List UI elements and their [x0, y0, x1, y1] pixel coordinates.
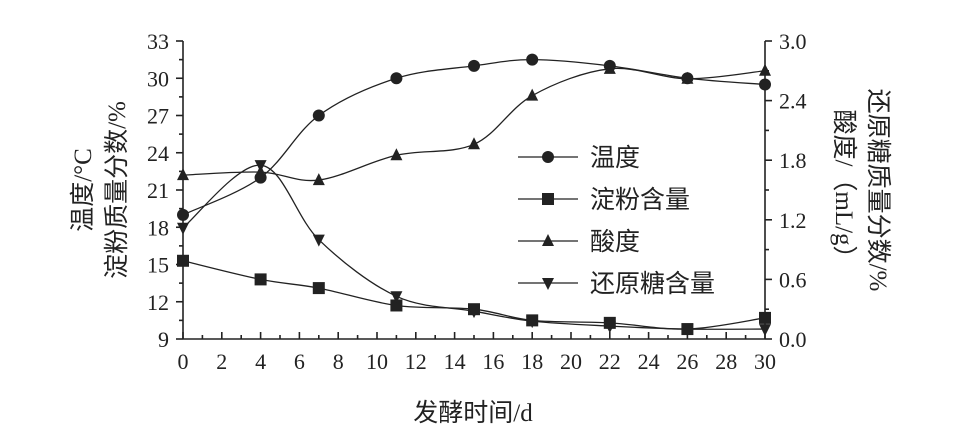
data-point	[468, 59, 480, 72]
series-line	[182, 58, 766, 216]
series-line	[182, 164, 766, 330]
legend-item: 淀粉含量	[518, 186, 690, 214]
data-point	[390, 299, 403, 312]
x-tick-label: 12	[405, 349, 427, 374]
x-tick-label: 2	[216, 349, 227, 374]
x-tick-label: 14	[444, 349, 466, 374]
y-right-tick-label: 0.0	[779, 327, 807, 352]
x-axis-title: 发酵时间/d	[413, 399, 533, 427]
x-tick-label: 6	[294, 349, 305, 374]
series-4	[177, 160, 771, 337]
series-line	[182, 67, 766, 182]
legend-label: 酸度	[590, 228, 640, 256]
data-point	[177, 168, 189, 181]
y-right-tick-label: 1.2	[779, 208, 807, 233]
data-point	[177, 222, 189, 235]
data-point	[390, 148, 403, 161]
legend-item: 温度	[518, 144, 640, 172]
data-point	[526, 53, 539, 66]
data-point	[759, 63, 771, 76]
y-left-tick-label: 12	[147, 290, 169, 315]
y-right-axis-title-line2: 还原糖质量分数/%	[864, 89, 892, 292]
data-point	[759, 311, 771, 324]
data-point	[177, 208, 189, 221]
y-right-tick-label: 1.8	[779, 148, 807, 173]
x-tick-label: 16	[482, 349, 504, 374]
x-tick-label: 0	[178, 349, 189, 374]
legend-marker	[542, 193, 554, 205]
y-left-axis-title-line2: 淀粉质量分数/%	[103, 101, 131, 279]
data-point	[177, 254, 189, 267]
legend-marker	[542, 278, 554, 290]
y-left-tick-label: 9	[158, 327, 169, 352]
x-tick-label: 30	[754, 349, 776, 374]
x-tick-label: 10	[366, 349, 388, 374]
legend-item: 酸度	[518, 228, 640, 256]
data-point	[312, 234, 325, 247]
data-point	[603, 321, 616, 334]
x-tick-label: 20	[560, 349, 582, 374]
data-point	[759, 324, 771, 337]
x-tick-label: 4	[255, 349, 266, 374]
y-left-tick-label: 27	[147, 104, 169, 129]
data-point	[312, 109, 325, 122]
x-tick-label: 24	[638, 349, 660, 374]
data-point	[312, 173, 325, 186]
y-left-tick-label: 15	[147, 253, 169, 278]
data-point	[681, 71, 694, 84]
x-tick-label: 22	[599, 349, 621, 374]
data-point	[526, 88, 539, 101]
data-point	[312, 282, 325, 295]
y-left-axis-title-line1: 温度/°C	[69, 148, 97, 232]
legend-marker	[542, 151, 554, 163]
x-tick-label: 8	[333, 349, 344, 374]
data-point	[468, 306, 480, 319]
y-right-tick-label: 2.4	[779, 89, 807, 114]
y-right-axis-title-line1: 酸度/（mL/g）	[830, 109, 858, 270]
y-left-tick-label: 33	[147, 29, 169, 54]
x-tick-label: 28	[715, 349, 737, 374]
x-tick-label: 26	[676, 349, 698, 374]
x-tick-label: 18	[521, 349, 543, 374]
legend-item: 还原糖含量	[518, 270, 715, 298]
data-point	[603, 61, 616, 74]
legend-marker	[542, 234, 554, 246]
legend-label: 还原糖含量	[590, 270, 715, 298]
data-point	[390, 72, 403, 85]
data-point	[681, 324, 694, 337]
y-left-tick-label: 30	[147, 66, 169, 91]
legend-label: 淀粉含量	[590, 186, 690, 214]
legend-label: 温度	[590, 144, 640, 172]
data-point	[468, 137, 480, 150]
y-right-tick-label: 3.0	[779, 29, 807, 54]
data-point	[254, 273, 267, 286]
y-left-tick-label: 18	[147, 215, 169, 240]
data-point	[526, 316, 539, 329]
y-left-tick-label: 21	[147, 178, 169, 203]
data-point	[254, 160, 267, 173]
y-right-tick-label: 0.6	[779, 267, 807, 292]
data-point	[390, 291, 403, 304]
data-point	[759, 78, 771, 91]
y-left-tick-label: 24	[147, 141, 169, 166]
